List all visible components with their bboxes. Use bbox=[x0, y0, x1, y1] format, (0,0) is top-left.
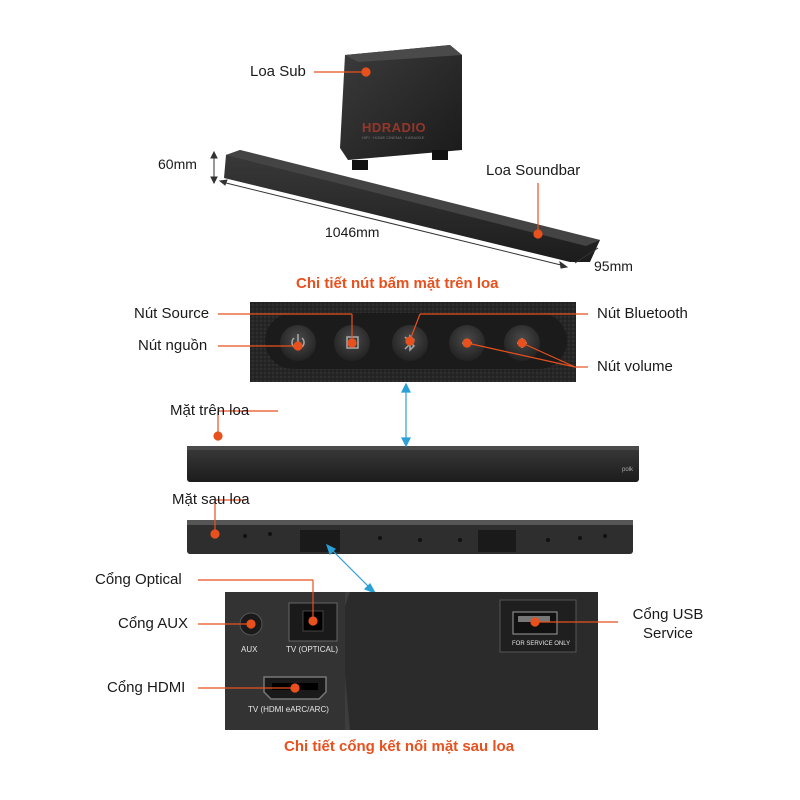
soundbar-top-view: polk bbox=[187, 446, 639, 482]
port-text-optical: TV (OPTICAL) bbox=[286, 645, 339, 654]
watermark-logo: HDRADIO HIFI · HOME CINEMA · KARAOKE bbox=[362, 120, 427, 140]
label-source: Nút Source bbox=[134, 305, 210, 322]
label-volume: Nút volume bbox=[597, 358, 673, 375]
callout-dot bbox=[308, 616, 318, 626]
port-text-aux: AUX bbox=[241, 645, 258, 654]
subwoofer bbox=[340, 45, 462, 170]
callout-dot bbox=[210, 529, 220, 539]
port-text-hdmi: TV (HDMI eARC/ARC) bbox=[248, 705, 329, 714]
label-soundbar: Loa Soundbar bbox=[486, 162, 581, 179]
port-text-usb: FOR SERVICE ONLY bbox=[512, 641, 571, 647]
label-depth: 95mm bbox=[594, 258, 633, 274]
label-height: 60mm bbox=[158, 156, 197, 172]
callout-dot bbox=[517, 338, 527, 348]
label-optical: Cổng Optical bbox=[95, 571, 182, 588]
callout-dot bbox=[290, 683, 300, 693]
label-usb: Cổng USB Service bbox=[632, 606, 704, 642]
callout-dot bbox=[462, 338, 472, 348]
callout-dot bbox=[530, 617, 540, 627]
dimension-lines bbox=[210, 150, 599, 269]
port-panel bbox=[225, 592, 598, 730]
label-hdmi: Cổng HDMI bbox=[107, 679, 186, 696]
label-top-side: Mặt trên loa bbox=[170, 402, 250, 419]
label-bluetooth: Nút Bluetooth bbox=[597, 305, 688, 322]
label-power: Nút nguồn bbox=[138, 337, 208, 354]
callout-dot bbox=[213, 431, 223, 441]
callout-dot bbox=[533, 229, 543, 239]
label-width: 1046mm bbox=[325, 224, 380, 240]
top-buttons-title: Chi tiết nút bấm mặt trên loa bbox=[296, 275, 499, 292]
label-back-side: Mặt sau loa bbox=[172, 491, 250, 508]
callouts bbox=[198, 67, 618, 693]
callout-dot bbox=[293, 341, 303, 351]
ports-title: Chi tiết cổng kết nối mặt sau loa bbox=[284, 738, 515, 755]
label-sub: Loa Sub bbox=[250, 63, 306, 80]
callout-dot bbox=[246, 619, 256, 629]
button-panel bbox=[250, 302, 576, 382]
label-aux: Cổng AUX bbox=[118, 615, 189, 632]
soundbar-back-view bbox=[187, 520, 633, 554]
soundbar bbox=[224, 150, 600, 262]
callout-dot bbox=[361, 67, 371, 77]
callout-dot bbox=[347, 338, 357, 348]
callout-dot bbox=[405, 336, 415, 346]
connector-arrows bbox=[325, 382, 411, 595]
svg-text:polk: polk bbox=[622, 467, 634, 473]
